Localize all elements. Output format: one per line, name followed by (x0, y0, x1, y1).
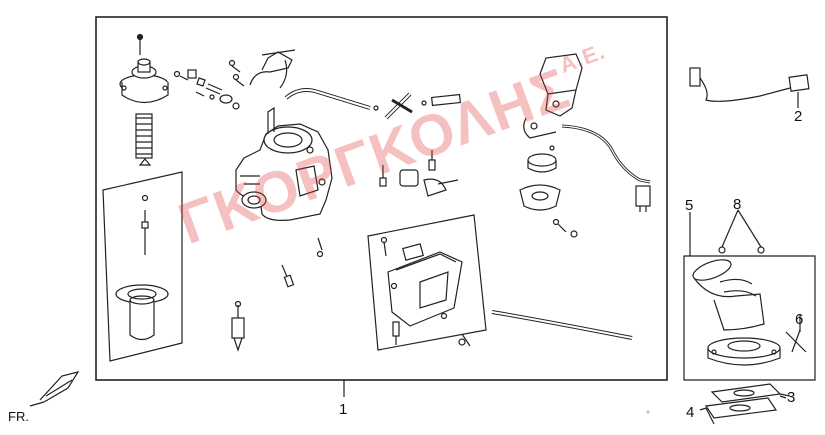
float-valve-parts (379, 150, 459, 197)
idle-screw (281, 237, 400, 345)
callout-line-3 (779, 395, 787, 399)
front-direction-label: FR. (8, 409, 29, 424)
slide-needle-inset-frame (102, 171, 183, 362)
callout-5: 5 (685, 197, 694, 214)
callout-4: 4 (686, 404, 695, 421)
choke-wire-connector (689, 67, 810, 106)
carb-top-cover (119, 33, 169, 104)
callout-1: 1 (339, 401, 348, 418)
mixture-screws (173, 69, 240, 110)
t-fitting (384, 92, 462, 120)
throttle-cable-bracket (249, 49, 296, 89)
callout-8: 8 (733, 196, 742, 213)
float-bowl (380, 236, 471, 347)
intake-insulator (699, 397, 778, 425)
callout-6: 6 (795, 311, 804, 328)
hose-clamps (718, 209, 765, 254)
vacuum-fitting (785, 314, 807, 353)
top-screws (228, 59, 245, 87)
callout-3: 3 (787, 389, 796, 406)
carburetor-body (235, 106, 333, 221)
callout-2: 2 (794, 108, 803, 125)
jet-needle (138, 158, 152, 255)
slide-spring (135, 113, 153, 159)
intake-manifold (692, 259, 781, 366)
auto-choke (523, 53, 651, 212)
choke-plunger (519, 145, 578, 238)
drain-hose (491, 310, 633, 340)
main-jet (231, 300, 245, 352)
intake-gasket (710, 383, 791, 403)
vacuum-piston (115, 284, 169, 341)
front-direction-arrow (29, 371, 80, 407)
fuel-hose-top (284, 88, 379, 111)
